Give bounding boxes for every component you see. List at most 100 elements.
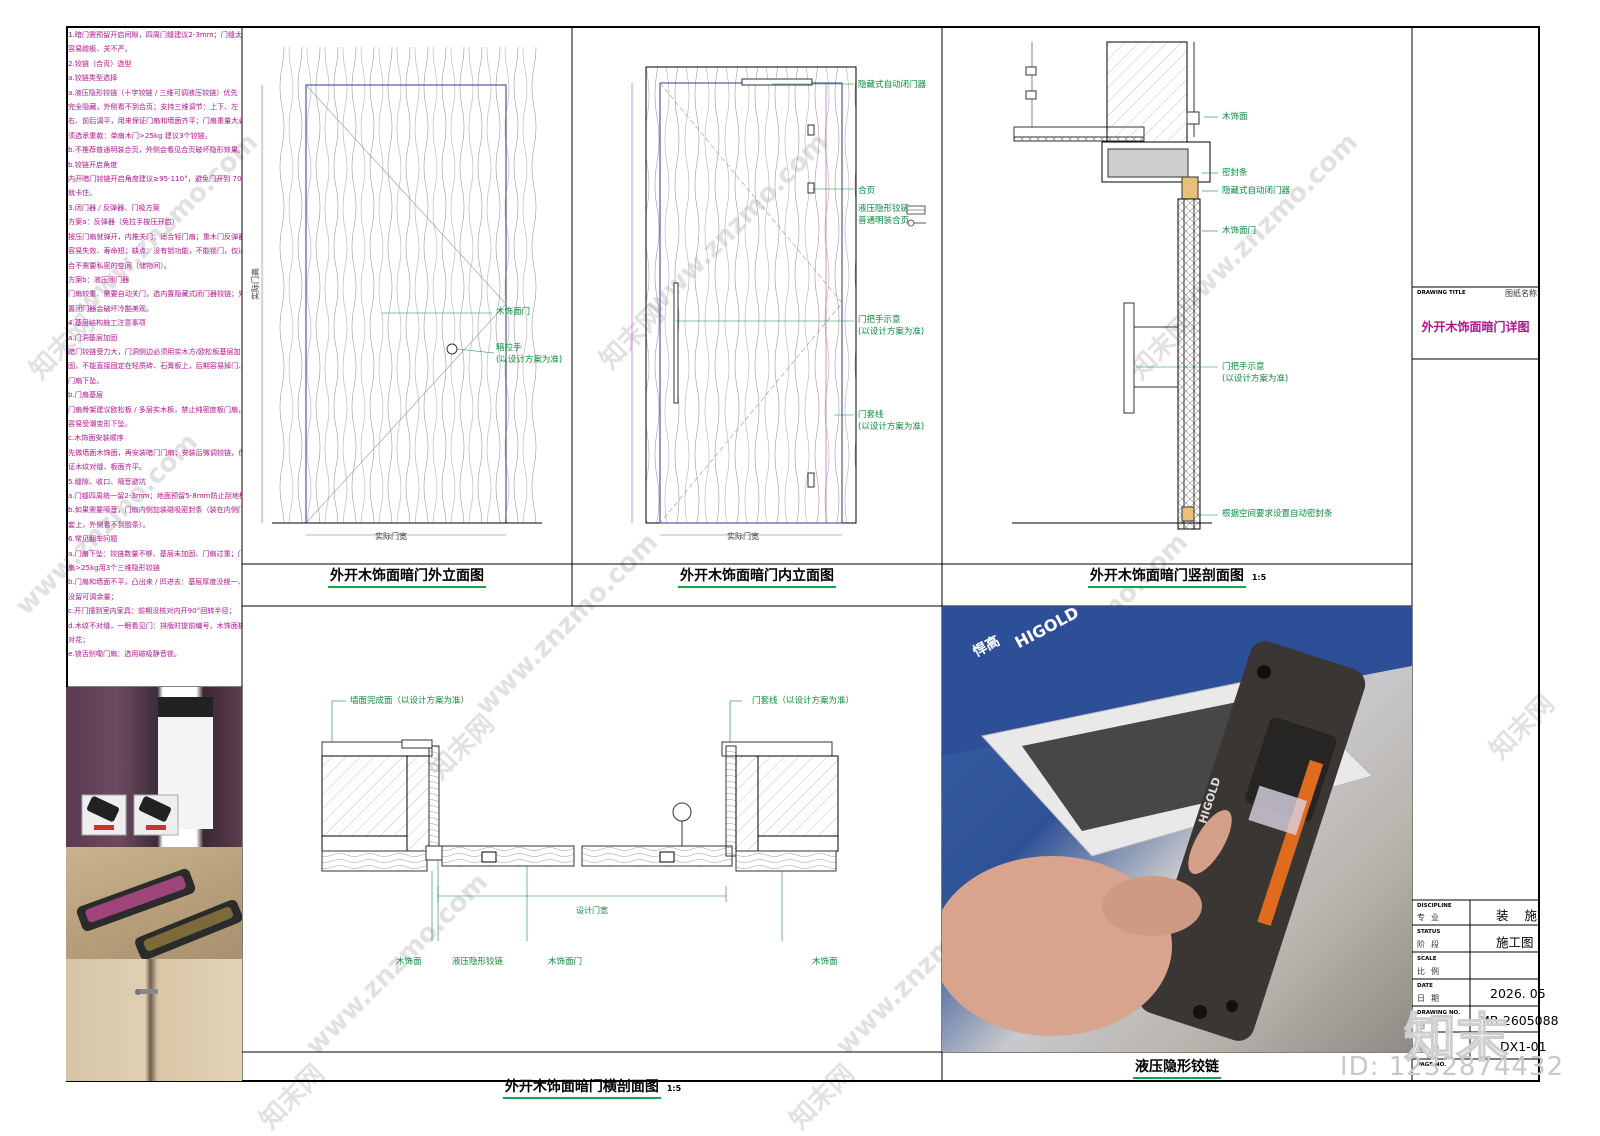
hinge-symbol-icon	[906, 205, 926, 227]
tb-row-en: DATE	[1417, 983, 1433, 989]
label-handle-note: (以设计方案为准)	[496, 355, 563, 365]
tb-row-value: MB-2605088	[1479, 1013, 1559, 1028]
tb-row-cn: 阶段	[1417, 940, 1445, 949]
note-line: c.木饰面安装顺序	[68, 433, 124, 443]
label-door: 木饰面门	[1222, 226, 1257, 236]
label-door: 木饰面门	[496, 307, 531, 317]
label-hinge: 合页	[858, 186, 876, 196]
note-line: 容易蹭板、关不严。	[68, 44, 132, 54]
note-line: 方案b：液压闭门器	[68, 274, 130, 284]
note-line: 对花；	[68, 635, 90, 645]
note-line: a.门洞基层加固	[68, 332, 118, 342]
label-handle-note: (以设计方案为准)	[1222, 374, 1289, 384]
tb-row-cn: 比例	[1417, 967, 1445, 976]
note-line: 套上，外侧看不到胶条）。	[68, 519, 150, 529]
interior-elevation-drawing	[631, 66, 857, 536]
note-line: 右、前后调平，用来保证门扇和墙面齐平；门扇重量大必	[68, 116, 242, 126]
interior-elevation-title: 外开木饰面暗门内立面图	[572, 565, 942, 588]
hidden-hinge-door-photo	[66, 687, 242, 847]
note-line: 须选承重款：单扇木门>25kg 建议3个铰链。	[68, 130, 212, 140]
note-line: 先做墙面木饰面，再安装暗门门扇；安装后微调铰链，保	[68, 447, 242, 457]
note-line: 没留可调余量；	[68, 591, 118, 601]
label-trim-note: (以设计方案为准)	[858, 422, 925, 432]
drawing-title-label-cn: 图纸名称	[1505, 289, 1537, 298]
label-closer: 隐藏式自动闭门器	[1222, 186, 1291, 196]
note-line: 门扇较重、需要自动关门，选内置隐藏式闭门器铰链；外	[68, 289, 242, 299]
note-line: 方案a：反弹器（免拉手按压开启）	[68, 217, 179, 227]
label-facing: 木饰面	[1222, 112, 1248, 122]
label-trim: 门套线	[858, 410, 884, 420]
pull-handle-icon	[76, 868, 242, 959]
note-line: 3.闭门器 / 反弹器、门吸方案	[68, 202, 160, 212]
note-line: e.锁舌别嘞门扇：选用磁吸静音锁。	[68, 649, 182, 659]
horizontal-section-drawing	[321, 700, 839, 941]
note-line: 完全隐藏，外侧看不到合页；支持三维调节：上下、左	[68, 102, 239, 112]
tb-row-en: STATUS	[1417, 929, 1441, 935]
label-bottom-seal: 根据空间要求设置自动密封条	[1222, 509, 1333, 519]
label-closer: 隐藏式自动闭门器	[858, 80, 927, 90]
note-line: a.铰链类型选择	[68, 73, 118, 83]
note-line: b.如果需要隔音，门扇内侧加装磁吸密封条（装在内侧门	[68, 505, 242, 515]
watermark-id: ID: 1232874432	[1340, 1052, 1565, 1082]
note-line: 6.常见翻车问题	[68, 534, 118, 544]
dim-door-width: 实际门宽	[375, 532, 407, 541]
note-line: b.门扇基层	[68, 390, 104, 400]
tb-row-en: DRAWING NO.	[1417, 1010, 1461, 1016]
note-line: a.门扇下坠：铰链数量不够、基层未加固、门扇过重；门	[68, 548, 242, 558]
note-line: 4.基层结构施工注意事项	[68, 318, 146, 328]
dim-design-width: 设计门宽	[576, 906, 608, 915]
tb-row-en: PAGE NO.	[1417, 1062, 1447, 1068]
note-line: 合不需要私密的空间（储物间）。	[68, 260, 171, 270]
tb-row-cn: 图号	[1417, 1021, 1445, 1030]
hinge-product-photo: 悍高 HIGOLD HIGOLD	[942, 606, 1412, 1052]
tb-row-value: 2026. 05	[1490, 986, 1546, 1001]
tb-row-value: DX1-01	[1500, 1039, 1547, 1054]
note-line: b.铰链开启角度	[68, 159, 118, 169]
label-normal-hinge: 普通明装合页	[858, 216, 910, 226]
label-trim: 门套线（以设计方案为准）	[752, 696, 855, 706]
vertical-section-drawing	[1012, 41, 1218, 530]
note-line: 暗门铰链受力大，门洞侧边必须用实木方/欧松板基层加	[68, 346, 241, 356]
flush-pull-handle-photo	[66, 847, 242, 959]
sheet-border	[66, 26, 1540, 1082]
photo-title: 液压隐形铰链	[942, 1056, 1412, 1079]
note-line: 扇>25kg用3个三维隐形铰链	[68, 563, 160, 573]
label-handle: 门把手示意	[1222, 362, 1265, 372]
exterior-elevation-title: 外开木饰面暗门外立面图	[242, 565, 572, 588]
dim-door-height: 实际门高	[251, 268, 260, 300]
note-line: a.液压隐形铰链（十字铰链 / 三维可调液压铰链）优先	[68, 87, 238, 97]
tb-row-cn: 图别	[1417, 1045, 1445, 1054]
label-door-handle-note: (以设计方案为准)	[858, 327, 925, 337]
hinge-photo-illustration	[942, 606, 1412, 1041]
label-hinge: 液压隐形铰链	[452, 957, 504, 967]
label-facing-left: 木饰面	[396, 957, 422, 967]
tb-row-en: SCALE	[1417, 956, 1437, 962]
hinge-product-icon	[81, 697, 213, 836]
exterior-elevation-drawing	[261, 47, 542, 536]
note-line: 1.暗门需预留开启间隙，四周门缝建议2-3mm；门缝太小	[68, 30, 242, 39]
note-line: 门扇骨架建议欧松板 / 多层实木板，禁止纯密度板门扇，	[68, 404, 242, 414]
tb-row-value: 施工图	[1496, 935, 1534, 950]
note-line: 内开暗门铰链开启角度建议≥95-110°，避免门开到 70°	[68, 174, 242, 184]
note-line: 就卡住。	[68, 188, 97, 198]
note-line: a.门缝四周统一留2-3mm；地面预留5-8mm防止刮地板；	[68, 491, 242, 500]
watermark-logo: 知末	[1403, 1008, 1509, 1070]
label-wall-finish: 墙面完成面（以设计方案为准）	[350, 696, 470, 706]
dim-door-width: 实际门宽	[727, 532, 759, 541]
tb-row-cn: 日期	[1417, 994, 1445, 1003]
note-line: 证木纹对缝、板面齐平。	[68, 462, 147, 472]
drawing-title-label: DRAWING TITLE	[1417, 290, 1466, 296]
tb-row-en: DISCIPLINE	[1417, 903, 1452, 909]
hidden-door-open-photo	[66, 959, 242, 1081]
note-line: 容易失效、寿命短；缺点：没有锁功能，不能锁门，仅适	[68, 246, 242, 256]
note-line: 置闭门器会破坏冷酷美观。	[68, 303, 154, 313]
note-line: 门扇下坠。	[68, 375, 104, 385]
tb-row-value: 装 施	[1496, 908, 1543, 923]
note-line: c.开门撞到室内家具：前期没核对内开90°回转半径；	[68, 606, 236, 616]
note-line: 固，不能直接固定在轻质砖、石膏板上，后期容易掉门、	[68, 361, 242, 371]
note-line: b.门扇和墙面不平，凸出来 / 凹进去：基层厚度没统一、	[68, 577, 242, 587]
label-hydraulic-hinge: 液压隐形铰链	[858, 204, 910, 214]
label-door-handle: 门把手示意	[858, 315, 901, 325]
